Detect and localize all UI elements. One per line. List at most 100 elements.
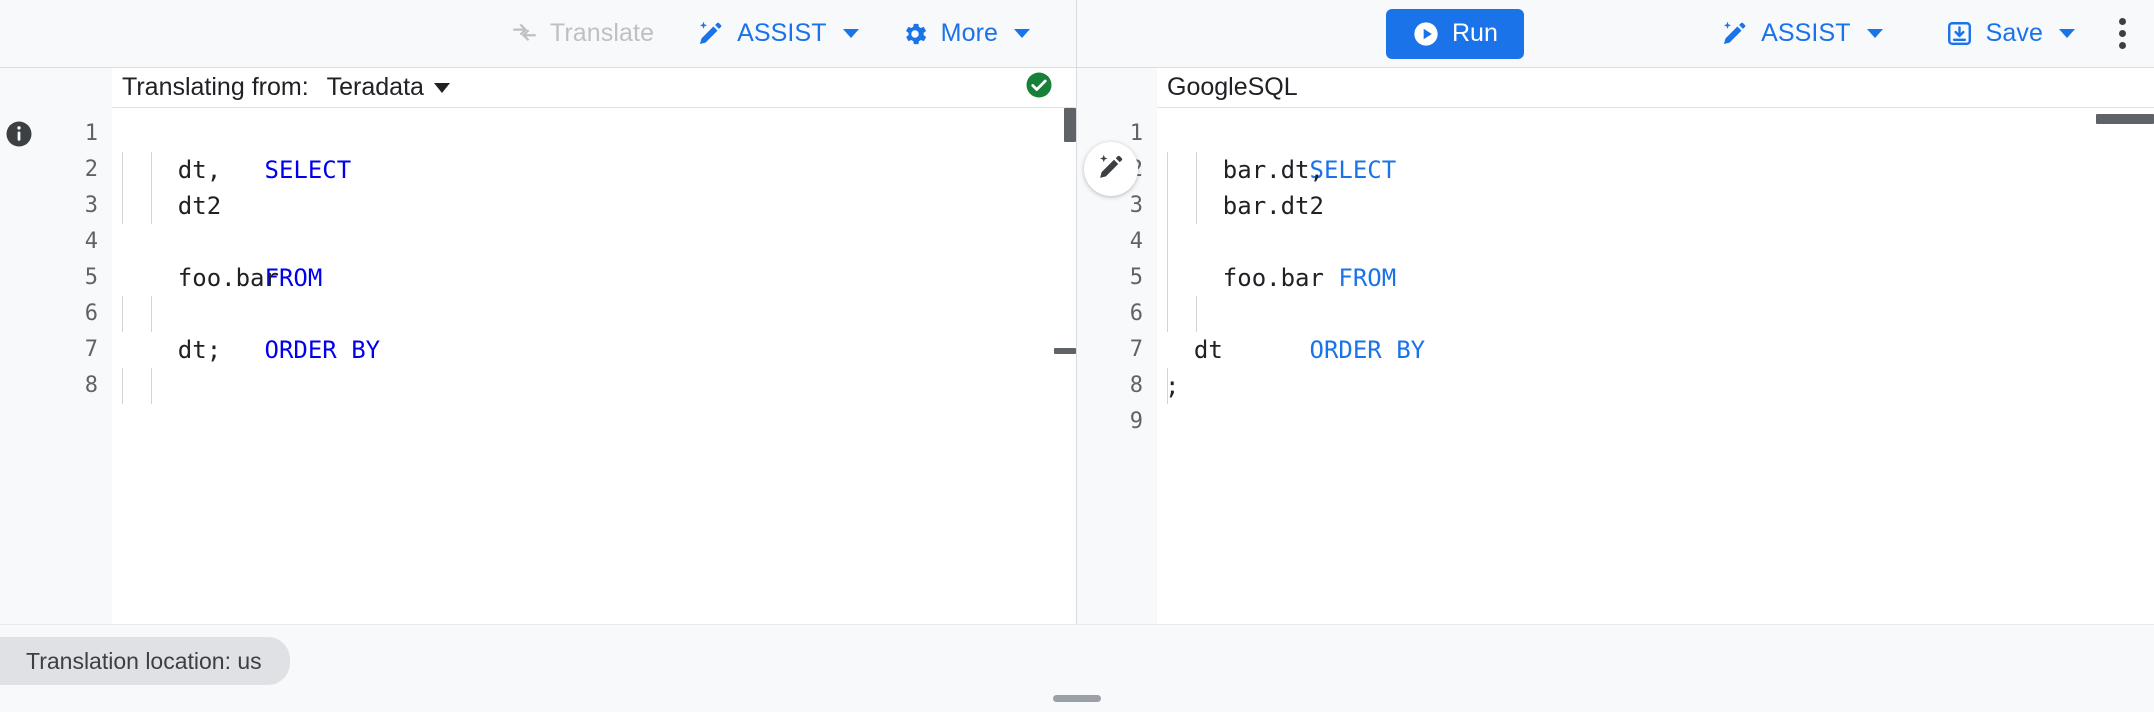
sql-keyword: SELECT xyxy=(264,156,352,184)
target-header-gutter-pad xyxy=(1077,68,1157,108)
main-toolbar: Translate ASSIST xyxy=(0,0,2154,68)
check-circle-icon xyxy=(1024,70,1054,105)
chevron-down-icon xyxy=(842,29,859,38)
target-toolbar: Run ASSIST xyxy=(1077,0,2154,68)
line-number: 6 xyxy=(84,301,98,326)
assist-fab-button[interactable] xyxy=(1084,142,1138,196)
code-line: ; xyxy=(1165,372,1180,400)
indent-guide xyxy=(1196,152,1197,224)
line-number: 8 xyxy=(1129,373,1143,398)
line-number: 1 xyxy=(1129,121,1143,146)
source-pane-header: Translating from: Teradata xyxy=(0,68,1077,108)
assist-pencil-icon xyxy=(696,19,725,48)
source-header-gutter-pad xyxy=(0,68,112,108)
line-number: 3 xyxy=(84,193,98,218)
line-number: 4 xyxy=(1129,229,1143,254)
line-number: 6 xyxy=(1129,301,1143,326)
assist-button-target[interactable]: ASSIST xyxy=(1716,13,1887,54)
indent-guide xyxy=(122,368,123,404)
translate-swap-icon xyxy=(511,20,538,47)
code-line: dt; xyxy=(120,336,222,364)
chevron-down-icon xyxy=(2059,29,2075,38)
code-line: dt2 xyxy=(120,192,222,220)
translating-from-label: Translating from: xyxy=(122,73,309,101)
indent-guide xyxy=(151,152,152,224)
target-code-area[interactable]: SELECT bar.dt, bar.dt2 FROM foo.bar ORDE… xyxy=(1157,108,2154,624)
run-button[interactable]: Run xyxy=(1386,8,1524,59)
line-number: 2 xyxy=(84,157,98,182)
assist-pencil-icon xyxy=(1096,152,1126,187)
target-horizontal-scrollbar-thumb[interactable] xyxy=(2096,114,2154,124)
indent-guide xyxy=(151,368,152,404)
line-number: 5 xyxy=(84,265,98,290)
target-editor-pane: 1 2 3 4 5 6 7 8 9 SELECT bar.dt, xyxy=(1077,108,2154,624)
sql-keyword: ORDER BY xyxy=(264,336,381,364)
assist-button-source[interactable]: ASSIST xyxy=(692,13,863,54)
more-button-label: More xyxy=(940,19,998,47)
line-number: 7 xyxy=(1129,337,1143,362)
line-number: 9 xyxy=(1129,409,1143,434)
resize-handle[interactable] xyxy=(1053,695,1101,702)
chevron-down-icon xyxy=(433,82,450,93)
translate-button-label: Translate xyxy=(549,19,655,47)
source-gutter: 1 2 3 4 5 6 7 8 xyxy=(0,108,112,624)
line-number: 8 xyxy=(84,373,98,398)
source-editor-pane: 1 2 3 4 5 6 7 8 SELECT xyxy=(0,108,1077,624)
gear-icon xyxy=(901,20,929,48)
source-toolbar: Translate ASSIST xyxy=(0,0,1077,68)
code-line: SELECT xyxy=(1157,116,2154,184)
sql-keyword: SELECT xyxy=(1309,156,1397,184)
code-line: FROM xyxy=(112,224,1076,292)
code-line: bar.dt2 xyxy=(1165,192,1324,220)
translate-button[interactable]: Translate xyxy=(507,13,658,54)
indent-guide xyxy=(1167,152,1168,332)
save-button-label: Save xyxy=(1985,19,2043,47)
indent-guide xyxy=(122,152,123,224)
pane-headers: Translating from: Teradata xyxy=(0,68,2154,108)
source-dialect-value: Teradata xyxy=(326,73,424,101)
code-line: FROM xyxy=(1157,224,2154,292)
line-number: 4 xyxy=(84,229,98,254)
code-line xyxy=(112,368,1076,404)
assist-pencil-icon xyxy=(1720,19,1749,48)
save-download-icon xyxy=(1945,19,1974,48)
translation-location-chip: Translation location: us xyxy=(0,637,290,685)
line-number: 3 xyxy=(1129,193,1143,218)
save-button[interactable]: Save xyxy=(1941,13,2079,54)
code-line: ORDER BY xyxy=(112,296,1076,364)
assist-button-source-label: ASSIST xyxy=(737,19,827,47)
indent-guide xyxy=(122,296,123,332)
assist-button-target-label: ASSIST xyxy=(1761,19,1851,47)
status-badge xyxy=(1024,70,1054,105)
source-horizontal-scrollbar-thumb[interactable] xyxy=(1054,348,1076,354)
source-code-area[interactable]: SELECT dt, dt2 FROM foo.bar ORDER BY xyxy=(112,108,1076,624)
source-vertical-scrollbar-thumb[interactable] xyxy=(1064,108,1076,142)
code-line: dt, xyxy=(120,156,222,184)
chevron-down-icon xyxy=(1866,29,1883,38)
target-pane-header: GoogleSQL xyxy=(1077,68,2154,108)
footer-bar: Translation location: us xyxy=(0,624,2154,712)
sql-keyword: FROM xyxy=(1309,264,1397,292)
source-dialect-select[interactable]: Teradata xyxy=(327,73,450,102)
chevron-down-icon xyxy=(1014,29,1030,38)
indent-guide xyxy=(1167,368,1168,404)
kebab-menu-icon[interactable] xyxy=(2105,10,2140,57)
translation-location-label: Translation location: us xyxy=(26,647,262,674)
indent-guide xyxy=(1196,296,1197,332)
play-circle-icon xyxy=(1412,20,1440,48)
editor-panes: 1 2 3 4 5 6 7 8 SELECT xyxy=(0,108,2154,624)
code-line: SELECT xyxy=(112,116,1076,184)
sql-keyword: ORDER BY xyxy=(1309,336,1426,364)
code-line: bar.dt, xyxy=(1165,156,1324,184)
line-number: 5 xyxy=(1129,265,1143,290)
line-number: 7 xyxy=(84,337,98,362)
code-line: foo.bar xyxy=(120,264,279,292)
code-line: foo.bar xyxy=(1165,264,1324,292)
indent-guide xyxy=(151,296,152,332)
code-line: ORDER BY xyxy=(1157,296,2154,364)
info-icon[interactable] xyxy=(4,116,34,152)
target-dialect-label: GoogleSQL xyxy=(1167,73,1298,101)
more-button[interactable]: More xyxy=(897,13,1034,54)
code-line: dt xyxy=(1165,336,1223,364)
